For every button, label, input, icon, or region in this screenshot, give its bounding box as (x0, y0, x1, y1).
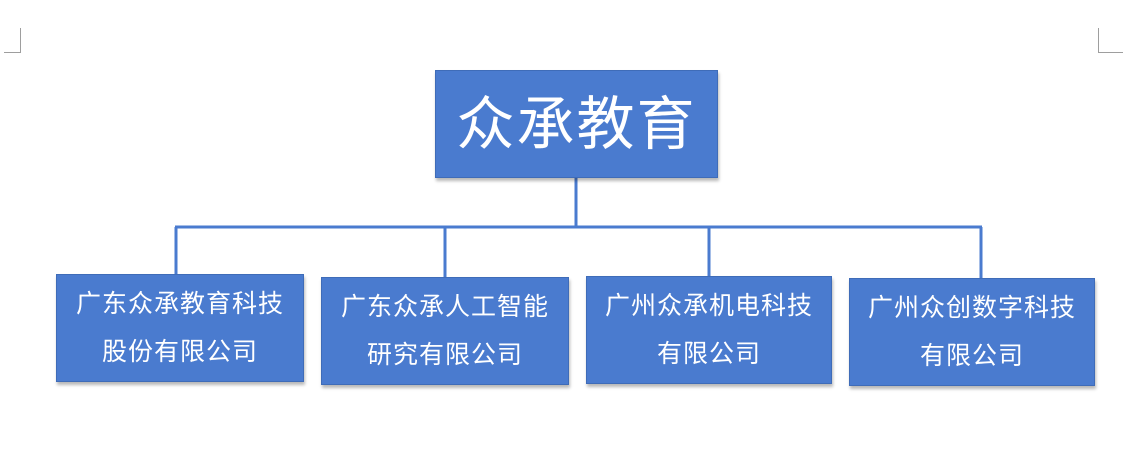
child-node-4-line1: 广州众创数字科技 (867, 293, 1076, 322)
child-node-1-line1: 广东众承教育科技 (75, 289, 284, 318)
child-node-3: 广州众承机电科技 有限公司 (586, 276, 832, 384)
child-node-1: 广东众承教育科技 股份有限公司 (56, 274, 304, 382)
child-node-2: 广东众承人工智能 研究有限公司 (321, 277, 569, 385)
child-node-4: 广州众创数字科技 有限公司 (849, 278, 1095, 386)
child-node-2-line2: 研究有限公司 (366, 340, 523, 369)
child-node-2-line1: 广东众承人工智能 (340, 292, 549, 321)
child-node-3-line2: 有限公司 (656, 339, 761, 368)
child-node-1-line2: 股份有限公司 (101, 337, 258, 366)
child-node-4-line2: 有限公司 (919, 341, 1024, 370)
child-node-3-line1: 广州众承机电科技 (604, 291, 813, 320)
root-node: 众承教育 (435, 70, 718, 178)
crop-mark-top-right (1098, 28, 1123, 53)
crop-mark-top-left (4, 28, 21, 53)
root-node-label: 众承教育 (456, 90, 697, 158)
